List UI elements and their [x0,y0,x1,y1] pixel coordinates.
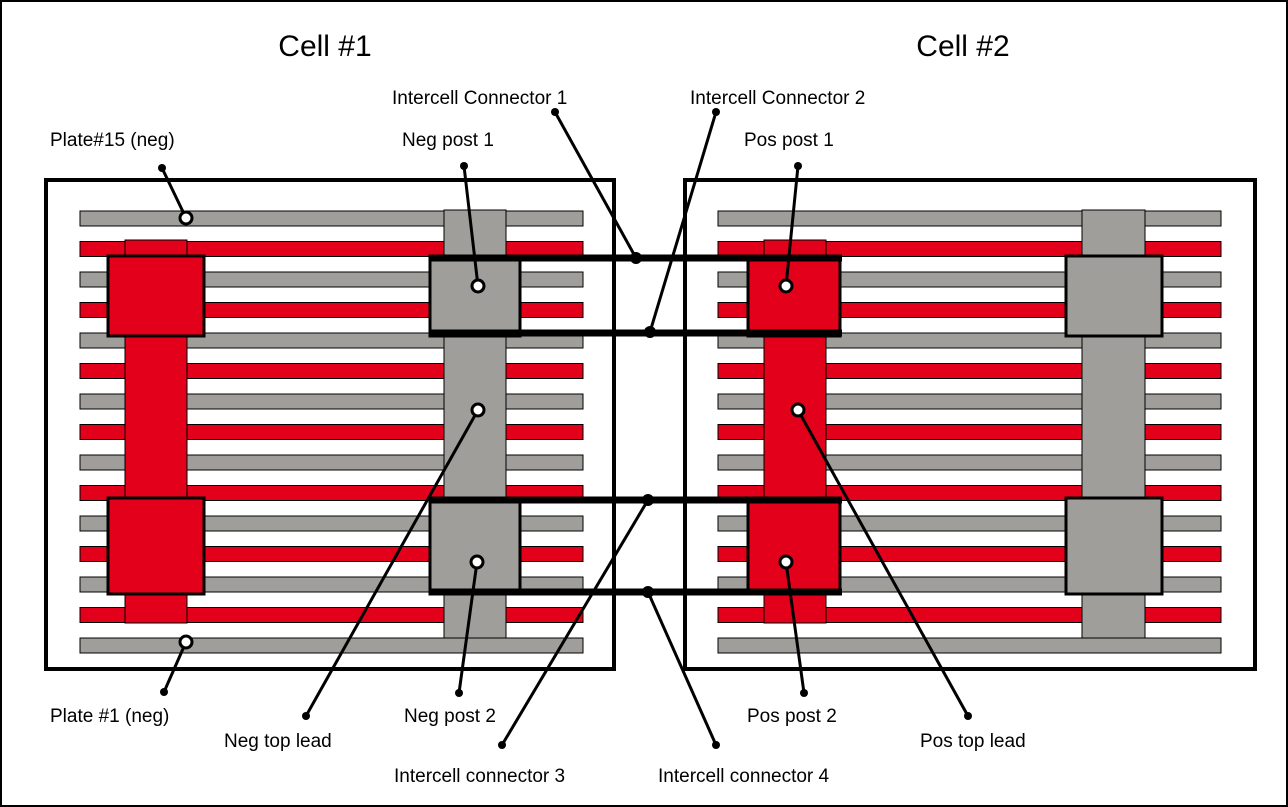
cell-1-plate-neg [79,637,584,654]
pos-post-2-marker [778,554,794,570]
leader-neg-top-lead [304,409,480,717]
intercell-connector-1-label: Intercell Connector 1 [392,88,567,109]
plate15-label: Plate#15 (neg) [50,130,175,151]
cell-1-pos-post-bottom [106,496,206,596]
connector-dots [158,108,972,749]
leader-plate1 [162,641,188,693]
leader-pos-post-2 [784,561,806,694]
pos-post-2-block [746,496,842,596]
leader-ic1 [553,111,638,259]
plate15-marker [178,210,194,226]
pos-top-lead-label: Pos top lead [920,731,1026,752]
plate1-marker [178,634,194,650]
leader-ic2 [648,111,718,333]
cell-2-neg-post-top [1064,254,1164,338]
plate1-label: Plate #1 (neg) [50,706,169,727]
leader-plate15 [160,167,188,219]
pos-post-1-block [746,254,842,338]
leader-neg-post-1 [462,165,480,287]
leader-ic4 [646,591,718,746]
pos-post-2-label: Pos post 2 [747,706,837,727]
pos-top-lead-marker [790,402,806,418]
cell-2-neg-post-bottom [1064,496,1164,596]
cell-1-box [44,178,616,671]
leader-neg-post-2 [457,561,479,694]
cell-2-box [683,178,1257,671]
cell-1-plate-neg [79,210,584,227]
cell-1-pos-post-top [106,254,206,338]
leader-pos-top-lead [796,409,970,717]
leader-lines [160,111,970,746]
neg-top-lead-marker [470,402,486,418]
cell-2-plate-neg [717,637,1222,654]
neg-post-1-label: Neg post 1 [402,130,494,151]
leader-pos-post-1 [784,165,800,287]
neg-post-1-marker [470,278,486,294]
intercell-connector-2-label: Intercell Connector 2 [690,88,865,109]
neg-post-2-label: Neg post 2 [404,706,496,727]
pos-post-1-label: Pos post 1 [744,130,834,151]
intercell-connector-3-label: Intercell connector 3 [394,766,565,787]
intercell-connector-4-label: Intercell connector 4 [658,766,830,787]
neg-top-lead-label: Neg top lead [224,731,332,752]
marker-circles [178,210,806,650]
cell-2-title: Cell #2 [916,30,1009,63]
neg-post-2-marker [469,554,485,570]
cell-1-title: Cell #1 [278,30,371,63]
pos-post-1-marker [778,278,794,294]
leader-ic3 [500,499,650,746]
